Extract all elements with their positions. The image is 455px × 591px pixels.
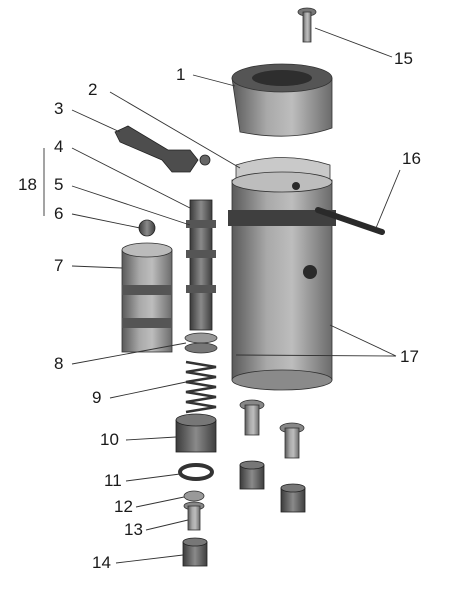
- part-9-spring: [185, 360, 217, 414]
- part-3-lever: [114, 125, 211, 173]
- callout-1: 1: [176, 65, 185, 84]
- callout-2: 2: [88, 80, 97, 99]
- callout-11: 11: [104, 471, 122, 490]
- callout-9: 9: [92, 388, 101, 407]
- callout-7: 7: [54, 256, 63, 275]
- callout-16: 16: [402, 149, 421, 168]
- part-11-ring: [178, 463, 214, 481]
- part-13-pin: [183, 501, 205, 531]
- part-17-housing: [228, 171, 336, 391]
- callout-12: 12: [114, 497, 133, 516]
- part-16-rod: [315, 207, 385, 235]
- part-14-bushing: [182, 537, 208, 567]
- callout-14: 14: [92, 553, 111, 572]
- spare-bushing-left: [239, 460, 265, 490]
- callout-18: 18: [18, 175, 37, 194]
- callout-3: 3: [54, 99, 63, 118]
- callout-6: 6: [54, 204, 63, 223]
- part-12-washer: [183, 490, 205, 502]
- part-1-top-cap: [231, 63, 333, 137]
- part-10-nut: [175, 413, 217, 453]
- spare-plug-right: [279, 422, 305, 459]
- part-4-stem: [186, 199, 216, 331]
- leader-lines: [43, 27, 401, 564]
- callout-10: 10: [100, 430, 119, 449]
- callout-13: 13: [124, 520, 143, 539]
- part-6-ball: [138, 219, 156, 237]
- spare-plug-left: [239, 399, 265, 436]
- part-7-sleeve: [121, 242, 173, 353]
- callout-17: 17: [400, 347, 419, 366]
- part-15-screw: [297, 7, 317, 43]
- part-8-washers: [184, 332, 218, 354]
- callout-15: 15: [394, 49, 413, 68]
- callout-8: 8: [54, 354, 63, 373]
- callout-5: 5: [54, 175, 63, 194]
- callout-4: 4: [54, 137, 63, 156]
- spare-bushing-right: [280, 483, 306, 513]
